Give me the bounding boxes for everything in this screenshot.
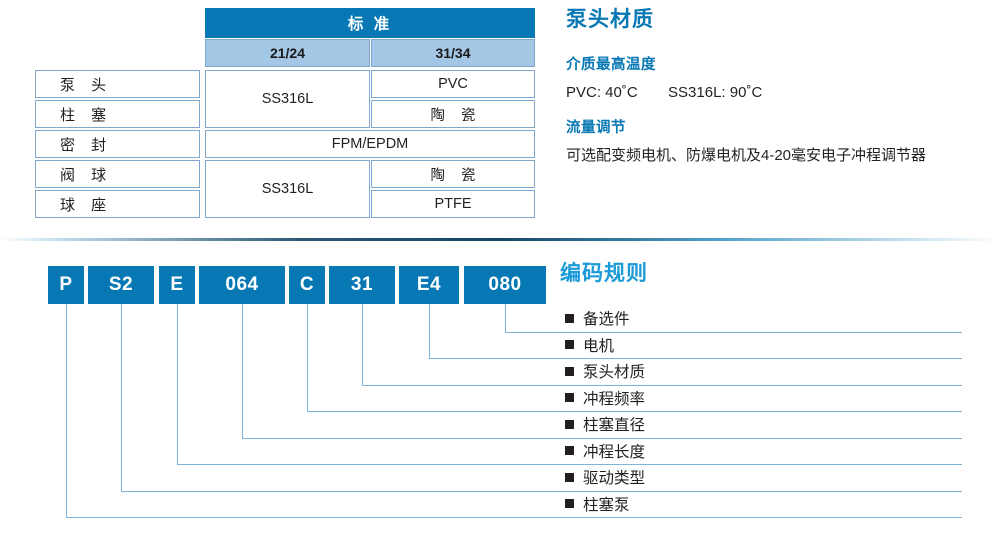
legend-item-3: 冲程频率	[565, 385, 985, 412]
legend-item-6: 驱动类型	[565, 464, 985, 491]
connector-line-080	[505, 304, 962, 333]
table-cell-pvc: PVC	[371, 70, 535, 98]
legend-item-label: 驱动类型	[583, 470, 646, 488]
table-cell-ss316l-upper: SS316L	[205, 70, 370, 128]
legend-item-label: 冲程频率	[583, 390, 646, 408]
code-block-p: P	[48, 266, 84, 304]
table-cell-ceramic-valve-ball: 陶 瓷	[371, 160, 535, 188]
table-cell-ss316l-lower: SS316L	[205, 160, 370, 218]
legend-item-label: 柱塞泵	[583, 496, 630, 514]
temp-ss316l: SS316L: 90˚C	[668, 84, 763, 102]
square-bullet-icon	[565, 366, 574, 376]
legend-item-label: 电机	[583, 337, 615, 355]
section-divider	[0, 238, 1000, 241]
table-row-label-ball-seat: 球 座	[35, 190, 200, 218]
connector-line-e4	[429, 304, 962, 359]
pump-head-material-panel: 泵头材质 介质最高温度 PVC: 40˚C SS316L: 90˚C 流量调节 …	[566, 8, 986, 180]
code-block-e4: E4	[399, 266, 459, 304]
code-block-e: E	[159, 266, 195, 304]
table-cell-fpm-epdm: FPM/EPDM	[205, 130, 535, 158]
flow-adjustment-text: 可选配变频电机、防爆电机及4-20毫安电子冲程调节器	[566, 147, 927, 165]
legend-item-2: 泵头材质	[565, 358, 985, 385]
connector-lines	[66, 304, 962, 518]
square-bullet-icon	[565, 446, 574, 456]
table-cell-ceramic-plunger: 陶 瓷	[371, 100, 535, 128]
legend-item-5: 冲程长度	[565, 438, 985, 465]
table-row-label-plunger: 柱 塞	[35, 100, 200, 128]
coding-rule-panel: 编码规则	[560, 262, 1000, 295]
table-subheader-31-34: 31/34	[371, 39, 535, 67]
legend-item-label: 冲程长度	[583, 443, 646, 461]
code-block-c: C	[289, 266, 325, 304]
connector-line-c	[307, 304, 962, 412]
flow-adjustment-heading: 流量调节	[566, 120, 626, 137]
connector-line-e	[177, 304, 962, 465]
code-block-s2: S2	[88, 266, 154, 304]
max-temperature-heading: 介质最高温度	[566, 57, 656, 74]
code-block-31: 31	[329, 266, 395, 304]
square-bullet-icon	[565, 393, 574, 403]
connector-line-p	[66, 304, 962, 518]
temp-pvc: PVC: 40˚C	[566, 84, 638, 102]
table-row-label-seal: 密 封	[35, 130, 200, 158]
connector-line-s2	[121, 304, 962, 492]
square-bullet-icon	[565, 419, 574, 429]
connector-line-31	[362, 304, 962, 386]
coding-legend-list: 备选件电机泵头材质冲程频率柱塞直径冲程长度驱动类型柱塞泵	[565, 305, 985, 517]
table-subheader-21-24: 21/24	[205, 39, 370, 67]
table-header-standard: 标 准	[205, 8, 535, 38]
legend-item-7: 柱塞泵	[565, 491, 985, 518]
legend-item-1: 电机	[565, 332, 985, 359]
connector-line-064	[242, 304, 962, 439]
table-row-label-pump-head: 泵 头	[35, 70, 200, 98]
square-bullet-icon	[565, 472, 574, 482]
table-cell-ptfe: PTFE	[371, 190, 535, 218]
table-row-label-valve-ball: 阀 球	[35, 160, 200, 188]
legend-item-label: 备选件	[583, 311, 630, 329]
square-bullet-icon	[565, 340, 574, 350]
panel-title: 泵头材质	[566, 8, 654, 31]
legend-item-0: 备选件	[565, 305, 985, 332]
legend-item-4: 柱塞直径	[565, 411, 985, 438]
max-temperature-values: PVC: 40˚C SS316L: 90˚C	[566, 81, 986, 104]
square-bullet-icon	[565, 499, 574, 509]
legend-item-label: 柱塞直径	[583, 417, 646, 435]
specification-table: 标 准 21/24 31/34 泵 头 柱 塞 密 封 阀 球 球 座 SS31…	[35, 8, 535, 218]
square-bullet-icon	[565, 313, 574, 323]
code-block-080: 080	[464, 266, 546, 304]
coding-rule-title: 编码规则	[560, 262, 648, 285]
code-block-064: 064	[199, 266, 285, 304]
legend-item-label: 泵头材质	[583, 364, 646, 382]
